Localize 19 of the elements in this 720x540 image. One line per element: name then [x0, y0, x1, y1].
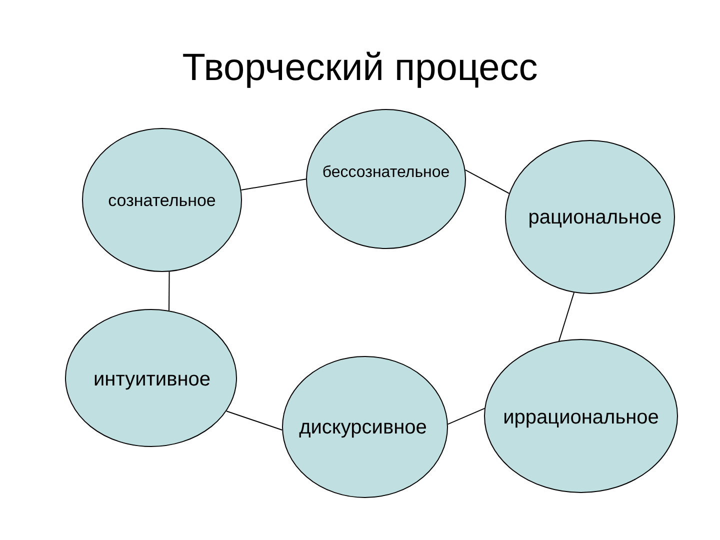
ellipse-node — [306, 109, 466, 249]
connector-line — [240, 178, 306, 190]
node-label: интуитивное — [93, 368, 211, 392]
connector-line — [447, 408, 485, 425]
ellipse-node — [282, 356, 448, 498]
node-label: бессознательное — [322, 164, 450, 182]
connector-line — [558, 292, 574, 342]
connector-line — [464, 169, 510, 194]
node-label: дискурсивное — [299, 416, 427, 440]
node-label: иррациональное — [503, 406, 659, 430]
ellipse-node — [82, 128, 242, 272]
ellipse-node — [505, 140, 675, 294]
title: Творческий процесс — [182, 46, 538, 91]
node-label: сознательное — [108, 191, 216, 211]
node-label: рациональное — [528, 206, 662, 230]
ellipse-node — [65, 309, 237, 447]
ellipse-node — [484, 339, 678, 493]
connector-line — [226, 410, 283, 430]
connector-line — [168, 271, 170, 311]
